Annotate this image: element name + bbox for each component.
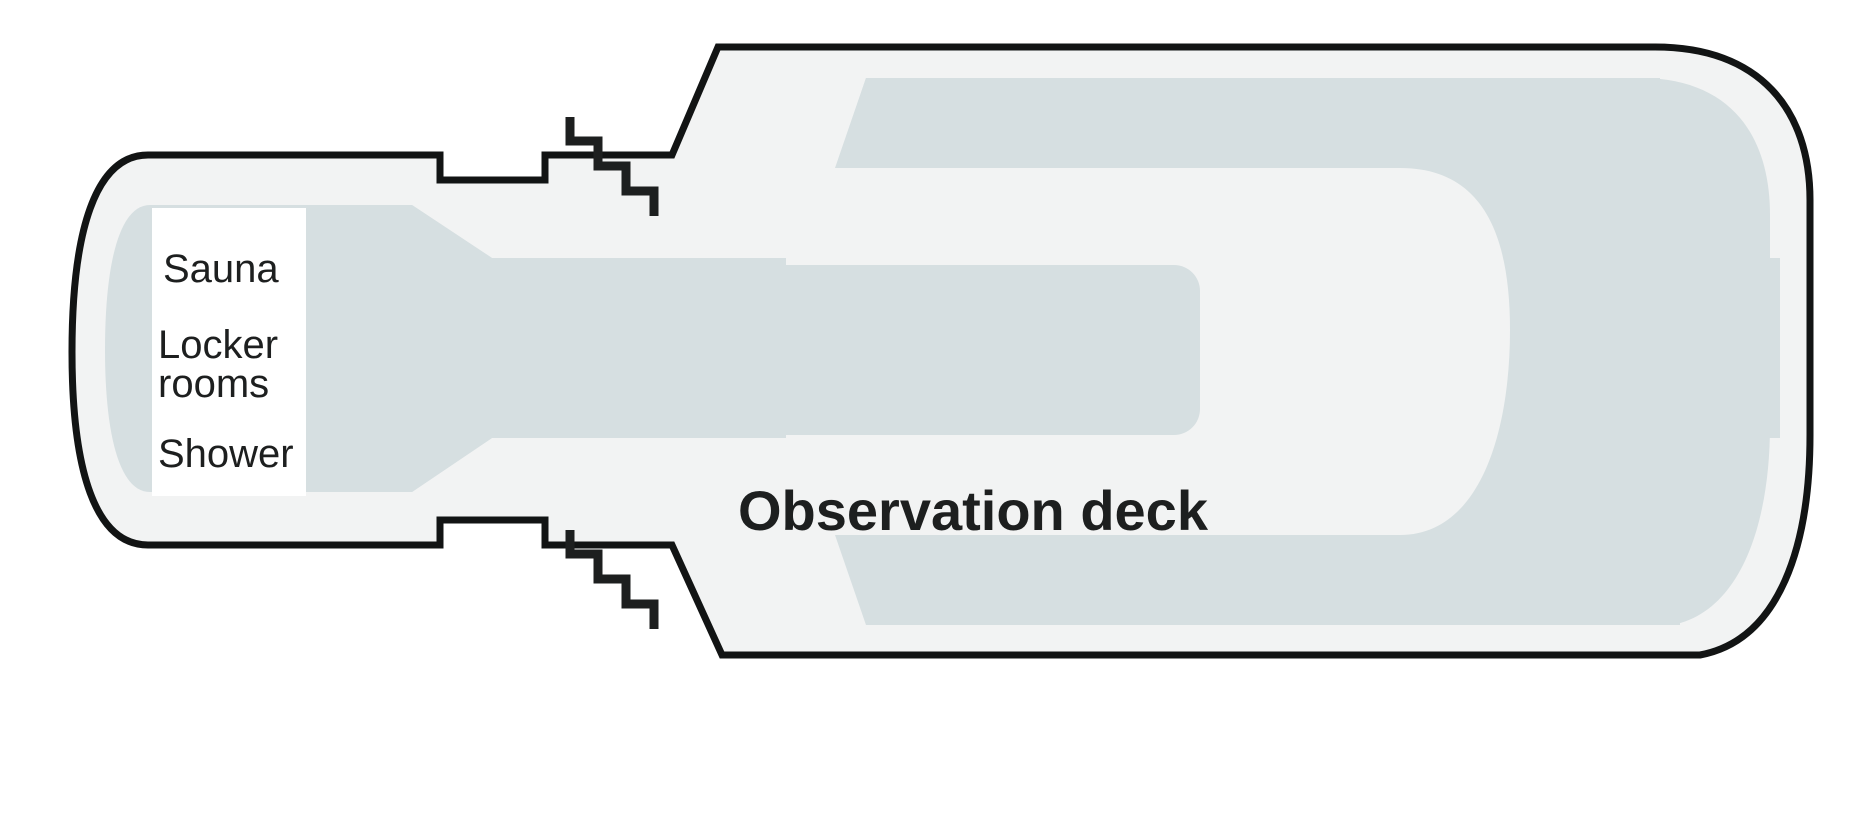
deck-inner-island-extension [492, 265, 752, 435]
deck-bottom-angled-band [835, 535, 1680, 625]
deck-inner-island [700, 265, 1200, 435]
stair-top-icon [565, 117, 659, 216]
stair-top-landing-fill [443, 160, 513, 178]
shaded-areas-group [105, 78, 1780, 625]
area-label-observation-deck: Observation deck [738, 479, 1209, 542]
deck-top-angled-band [835, 78, 1660, 168]
room-label-locker-rooms-line2: rooms [158, 362, 269, 406]
room-label-shower: Shower [158, 432, 294, 476]
stair-bottom-icon [565, 530, 659, 629]
room-label-sauna: Sauna [163, 247, 279, 291]
stair-bottom-landing-fill [443, 522, 513, 540]
rooms-block-right-edge [152, 208, 306, 496]
room-label-locker-rooms-line1: Locker [158, 323, 278, 367]
